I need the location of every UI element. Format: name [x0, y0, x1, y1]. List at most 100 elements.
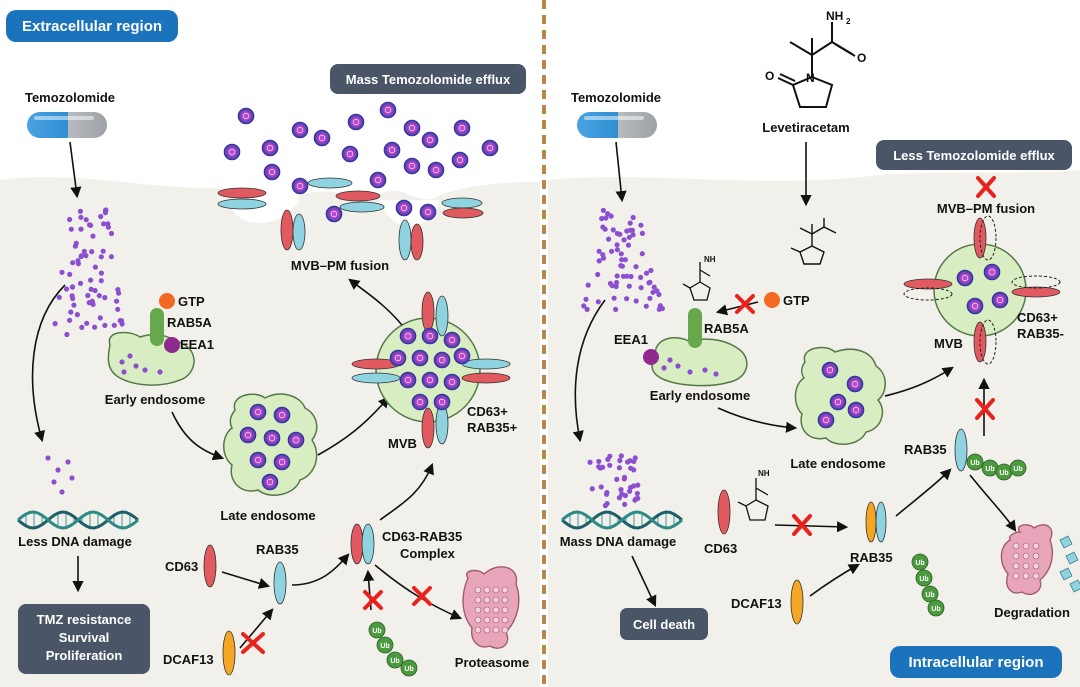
eea1-icon-right — [643, 349, 659, 365]
mass-efflux-label: Mass Temozolomide efflux — [346, 72, 511, 87]
cell-death-label: Cell death — [633, 617, 695, 632]
levetiracetam-cd63-icon — [737, 478, 769, 521]
rab5a-label-right: RAB5A — [704, 321, 749, 336]
outcome-line-1: TMZ resistance — [37, 612, 132, 627]
dcaf13-protein-right — [790, 579, 804, 625]
dna-helix-icon-right — [561, 510, 683, 530]
ub-label: Ub — [970, 460, 979, 467]
early-endosome-label-left: Early endosome — [105, 392, 205, 407]
eea1-label-right: EEA1 — [614, 332, 648, 347]
early-endosome-label-right: Early endosome — [650, 388, 750, 403]
dcaf13-protein-left — [222, 630, 236, 676]
ub-label: Ub — [931, 606, 940, 613]
extracellular-region-pill: Extracellular region — [6, 10, 178, 42]
less-efflux-box: Less Temozolomide efflux — [876, 140, 1072, 170]
complex-label-2: Complex — [400, 546, 456, 561]
mvb-cargo-right — [956, 263, 1009, 315]
ub-label: Ub — [915, 560, 924, 567]
nh2-subscript: 2 — [846, 17, 851, 26]
dcaf13-label-right: DCAF13 — [731, 596, 782, 611]
rab35-dcaf13-teal — [875, 501, 887, 543]
intracellular-region-label: Intracellular region — [908, 654, 1043, 671]
cd63-plus-label-left: CD63+ — [467, 404, 508, 419]
ub-label: Ub — [1013, 466, 1022, 473]
rab35-minus-label-right: RAB35- — [1017, 326, 1064, 341]
late-endosome-label-right: Late endosome — [790, 456, 885, 471]
ub-label: Ub — [985, 466, 994, 473]
levetiracetam-label: Levetiracetam — [762, 120, 849, 135]
cd63-label-left: CD63 — [165, 559, 198, 574]
rab5a-protein-left — [150, 308, 164, 346]
blocked-x-icon-fusion-right — [976, 176, 996, 198]
outcome-line-3: Proliferation — [46, 648, 123, 663]
ub-label: Ub — [919, 576, 928, 583]
blocked-x-icon-rab35-mvb — [975, 398, 995, 420]
rab35-protein-right — [954, 428, 968, 472]
mvb-label-left: MVB — [388, 436, 417, 451]
ring-o-label: O — [765, 69, 774, 83]
mass-dna-damage-label: Mass DNA damage — [560, 534, 677, 549]
blocked-x-icon-proteasome — [412, 586, 432, 606]
less-efflux-label: Less Temozolomide efflux — [893, 148, 1055, 163]
gtp-icon-left — [159, 293, 175, 309]
early-endosome-left — [107, 293, 195, 386]
blocked-x-icon-ub-left — [363, 590, 383, 610]
ub-label: Ub — [380, 643, 389, 650]
ub-label: Ub — [372, 628, 381, 635]
gtp-label-left: GTP — [178, 294, 205, 309]
dna-helix-icon-left — [17, 510, 139, 530]
levetiracetam-bound-icon — [682, 262, 711, 301]
cd63-protein-left — [203, 544, 217, 588]
extracellular-region-label: Extracellular region — [22, 18, 162, 35]
gtp-label-right: GTP — [783, 293, 810, 308]
mvb-pm-fusion-label-right: MVB–PM fusion — [937, 201, 1035, 216]
rab35-label-left: RAB35 — [256, 542, 299, 557]
levetiracetam-small-structure-icon — [790, 218, 837, 265]
rab35-label-right-lower: RAB35 — [850, 550, 893, 565]
eea1-label-left: EEA1 — [180, 337, 214, 352]
late-endosome-cargo-left — [239, 403, 305, 491]
temozolomide-particles-left — [52, 207, 125, 338]
late-endosome-label-left: Late endosome — [220, 508, 315, 523]
rab5a-label-left: RAB5A — [167, 315, 212, 330]
degradation-icon — [1000, 524, 1080, 596]
ub-label: Ub — [925, 592, 934, 599]
degradation-label: Degradation — [994, 605, 1070, 620]
rab35-protein-left — [273, 561, 287, 605]
gtp-icon-right — [764, 292, 780, 308]
cd63-plus-label-right: CD63+ — [1017, 310, 1058, 325]
ub-label: Ub — [404, 666, 413, 673]
proteasome-label: Proteasome — [455, 655, 529, 670]
outcome-line-2: Survival — [59, 630, 110, 645]
bound-nh2-label: NH — [704, 255, 716, 264]
blocked-x-icon-dcaf13-left — [241, 632, 265, 654]
mvb-right — [903, 215, 1061, 365]
complex-cd63-left — [350, 523, 364, 565]
cd63-label-right: CD63 — [704, 541, 737, 556]
tmz-resistance-box: TMZ resistance Survival Proliferation — [18, 604, 150, 674]
ring-n-label: N — [806, 71, 815, 85]
ub-label: Ub — [390, 658, 399, 665]
temozolomide-particles-nucleus-left — [45, 455, 75, 495]
rab5a-protein-right — [688, 308, 702, 348]
cd63-protein-right — [717, 489, 731, 535]
fusion-pores-left — [217, 177, 484, 261]
temozolomide-label-right: Temozolomide — [571, 90, 661, 105]
proteasome-icon — [462, 566, 520, 649]
cell-death-box: Cell death — [620, 608, 708, 640]
carbonyl-o-label: O — [857, 51, 866, 65]
eea1-icon-left — [164, 337, 180, 353]
blocked-x-icon-cd63-right — [792, 514, 812, 536]
mass-efflux-box: Mass Temozolomide efflux — [330, 64, 526, 94]
temozolomide-label-left: Temozolomide — [25, 90, 115, 105]
temozolomide-capsule-icon-right — [577, 112, 657, 138]
complex-label-1: CD63-RAB35 — [382, 529, 462, 544]
dcaf13-label-left: DCAF13 — [163, 652, 214, 667]
temozolomide-particles-nucleus-right — [587, 453, 641, 509]
blocked-x-icon-gtp-right — [735, 294, 755, 314]
